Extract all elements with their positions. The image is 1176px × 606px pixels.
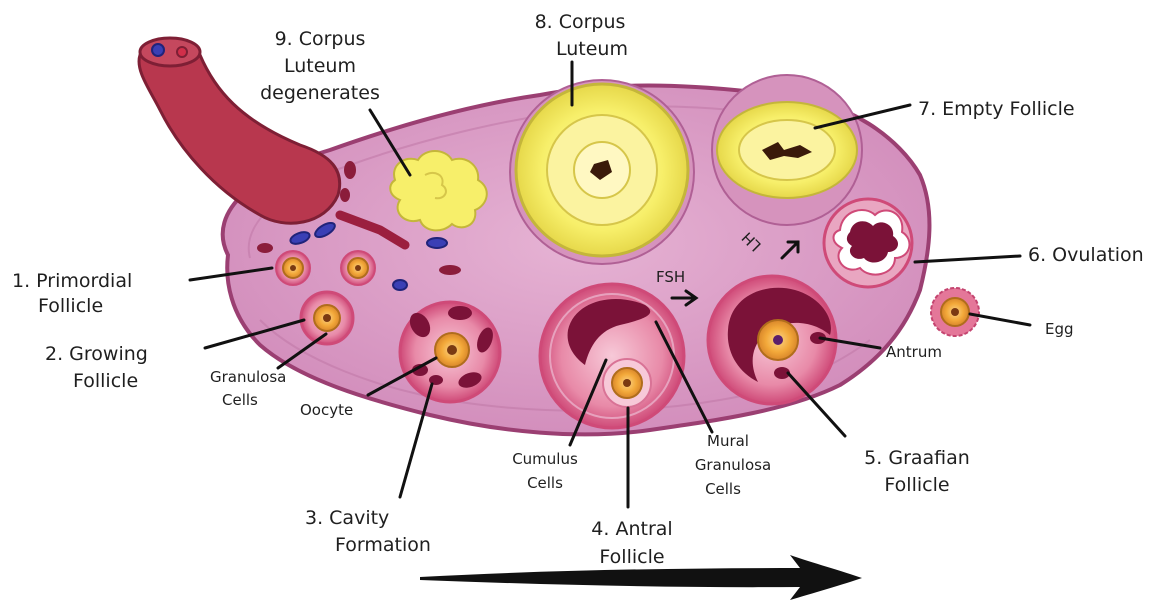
empty-follicle-label: 7. Empty Follicle: [918, 98, 1075, 120]
egg-label: Egg: [1045, 320, 1074, 338]
antral-follicle: [540, 284, 684, 428]
antral-label-2: Follicle: [599, 546, 664, 568]
mural-label-2: Granulosa: [695, 456, 771, 474]
cumulus-label-2: Cells: [527, 474, 563, 492]
degenerates-label-2: Luteum: [284, 55, 356, 77]
growing-follicle: [301, 292, 353, 344]
corpus-luteum: [510, 80, 694, 264]
degenerates-label-1: 9. Corpus: [275, 28, 366, 50]
growing-label-2: Follicle: [73, 370, 138, 392]
cavity-follicle: [400, 302, 500, 402]
mural-label-1: Mural: [707, 432, 749, 450]
graafian-follicle: [708, 276, 836, 404]
antral-label-1: 4. Antral: [591, 518, 672, 540]
released-egg: [931, 288, 979, 336]
corpus-luteum-label-1: 8. Corpus: [535, 11, 626, 33]
antrum-label: Antrum: [886, 343, 942, 361]
degenerates-label-3: degenerates: [260, 82, 380, 104]
graafian-label-1: 5. Graafian: [864, 447, 970, 469]
fsh-label: FSH: [656, 268, 685, 286]
cavity-label-1: 3. Cavity: [305, 507, 389, 529]
ovulation-follicle: [824, 199, 912, 287]
corpus-luteum-label-2: Luteum: [556, 38, 628, 60]
granulosa-label-2: Cells: [222, 391, 258, 409]
primordial-label-2: Follicle: [38, 295, 103, 317]
granulosa-label-1: Granulosa: [210, 368, 286, 386]
ovulation-label: 6. Ovulation: [1028, 244, 1144, 266]
growing-label-1: 2. Growing: [45, 343, 148, 365]
tube-opening: [140, 38, 200, 66]
mural-label-3: Cells: [705, 480, 741, 498]
primordial-label-1: 1. Primordial: [12, 270, 132, 292]
cavity-label-2: Formation: [335, 534, 431, 556]
oocyte-label: Oocyte: [300, 401, 353, 419]
empty-follicle-corpus: [712, 75, 862, 225]
graafian-label-2: Follicle: [884, 474, 949, 496]
cumulus-label-1: Cumulus: [512, 450, 578, 468]
corpus-luteum-degenerating: [390, 151, 487, 230]
